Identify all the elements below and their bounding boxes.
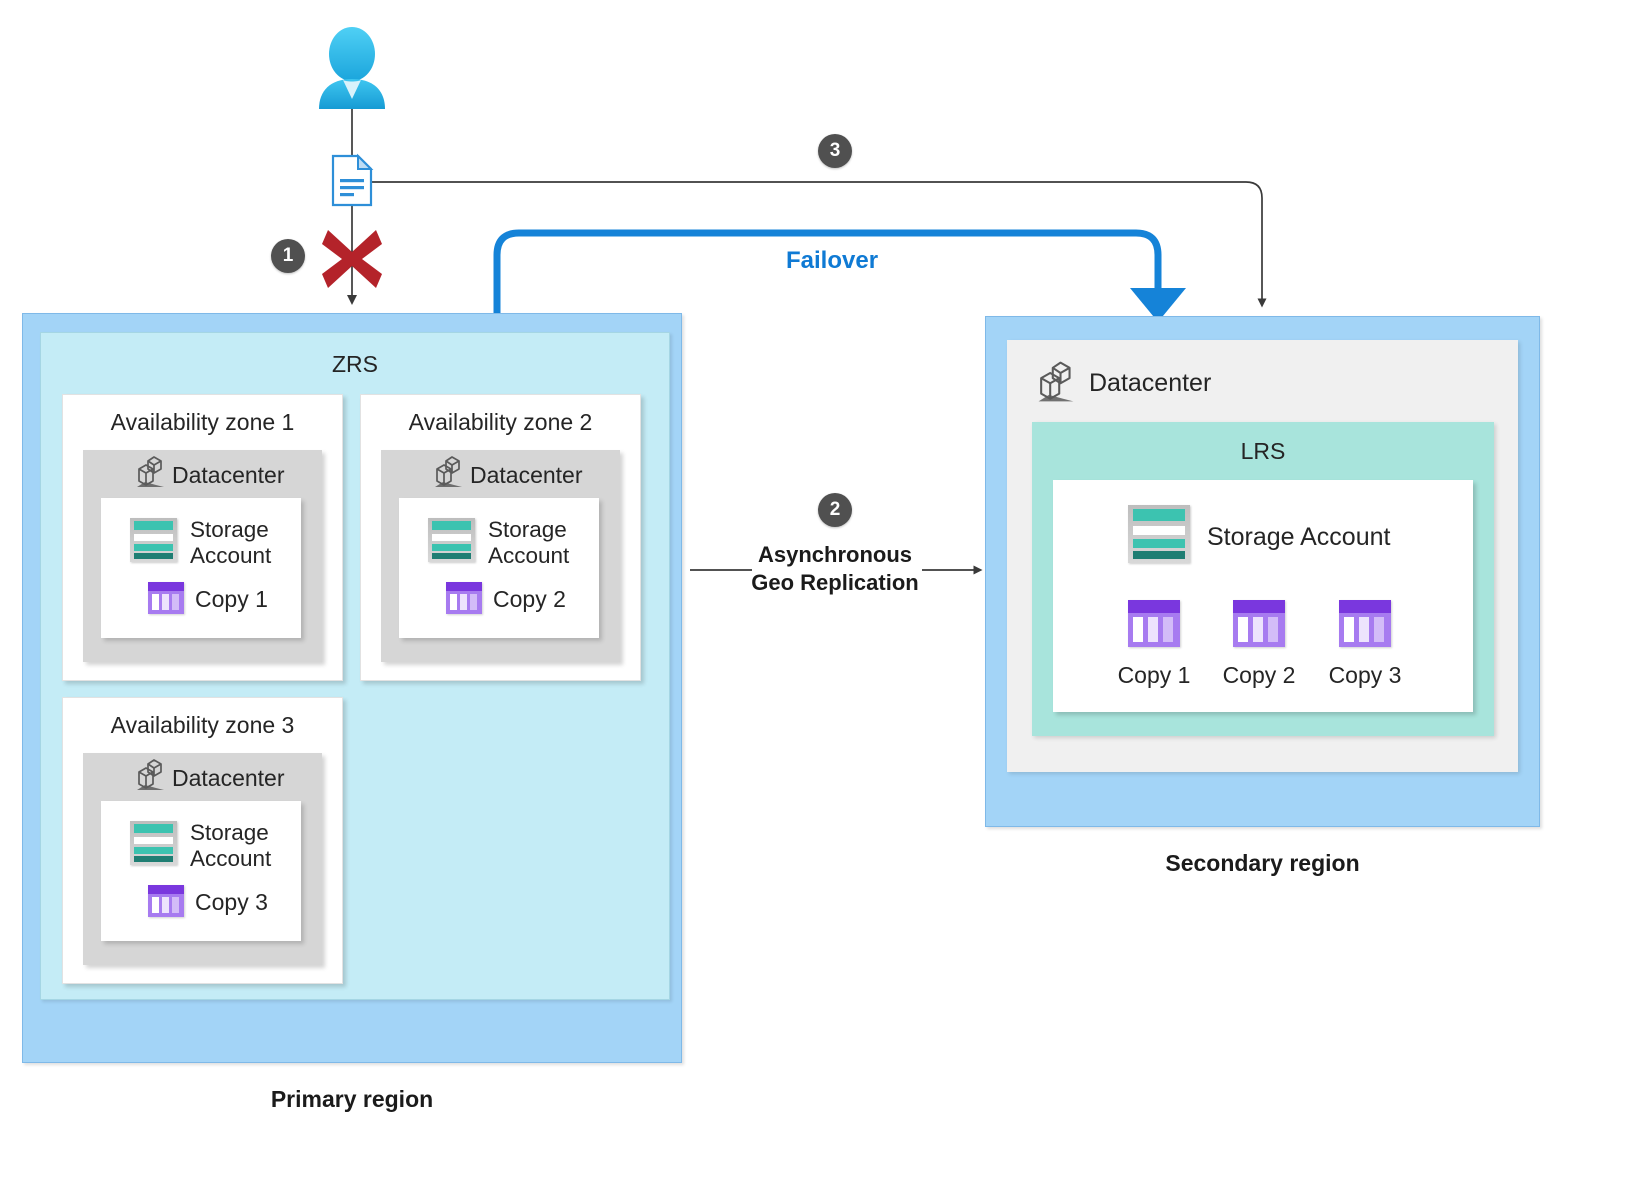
datacenter-icon <box>433 455 464 489</box>
storage-account-icon <box>130 821 177 865</box>
storage-account-line-2: Account <box>488 543 570 569</box>
availability-zone-1-title: Availability zone 1 <box>110 409 295 435</box>
geo-replication-line-2: Geo Replication <box>751 569 919 595</box>
user-icon <box>313 25 391 110</box>
storage-account-icon <box>130 518 177 562</box>
lrs-title: LRS <box>1240 438 1286 464</box>
zrs-title: ZRS <box>332 351 378 377</box>
copy-table-icon <box>446 582 482 614</box>
storage-account-line-1: Storage <box>190 517 269 542</box>
step-badge-1: 1 <box>271 239 305 273</box>
secondary-storage-account-label: Storage Account <box>1207 523 1391 551</box>
zone-3-datacenter-label: Datacenter <box>172 765 285 791</box>
copy-table-icon <box>1128 600 1180 647</box>
zone-2-datacenter-label: Datacenter <box>470 462 583 488</box>
step-badge-3: 3 <box>818 134 852 168</box>
red-x-icon <box>320 228 384 290</box>
primary-region-caption: Primary region <box>270 1086 434 1112</box>
secondary-region-caption: Secondary region <box>1165 850 1360 876</box>
zone-3-storage-account-label: Storage Account <box>190 820 271 872</box>
zone-1-copy-label: Copy 1 <box>195 586 268 612</box>
storage-account-line-2: Account <box>190 846 272 872</box>
copy-table-icon <box>148 582 184 614</box>
secondary-copy-3-label: Copy 3 <box>1328 662 1402 688</box>
zone-3-copy-label: Copy 3 <box>195 889 268 915</box>
zone-2-storage-account-label: Storage Account <box>488 517 569 569</box>
secondary-copy-1-label: Copy 1 <box>1117 662 1191 688</box>
copy-table-icon <box>148 885 184 917</box>
zone-2-copy-label: Copy 2 <box>493 586 566 612</box>
datacenter-icon <box>135 455 166 489</box>
secondary-copy-2-label: Copy 2 <box>1222 662 1296 688</box>
storage-account-icon <box>428 518 475 562</box>
availability-zone-3-title: Availability zone 3 <box>110 712 295 738</box>
step-badge-2: 2 <box>818 493 852 527</box>
storage-account-line-2: Account <box>190 543 272 569</box>
geo-replication-label: Asynchronous Geo Replication <box>735 541 935 596</box>
storage-account-line-1: Storage <box>190 820 269 845</box>
zone-1-datacenter-label: Datacenter <box>172 462 285 488</box>
document-icon <box>331 153 374 207</box>
copy-table-icon <box>1233 600 1285 647</box>
failover-label: Failover <box>786 247 879 274</box>
storage-account-line-1: Storage <box>488 517 567 542</box>
geo-replication-line-1: Asynchronous <box>757 542 913 567</box>
availability-zone-2-title: Availability zone 2 <box>408 409 593 435</box>
copy-table-icon <box>1339 600 1391 647</box>
zone-1-storage-account-label: Storage Account <box>190 517 271 569</box>
storage-account-icon <box>1128 505 1190 563</box>
datacenter-icon <box>135 758 166 792</box>
secondary-datacenter-label: Datacenter <box>1089 369 1212 397</box>
datacenter-icon <box>1036 360 1076 404</box>
secondary-storage-card <box>1053 480 1473 712</box>
